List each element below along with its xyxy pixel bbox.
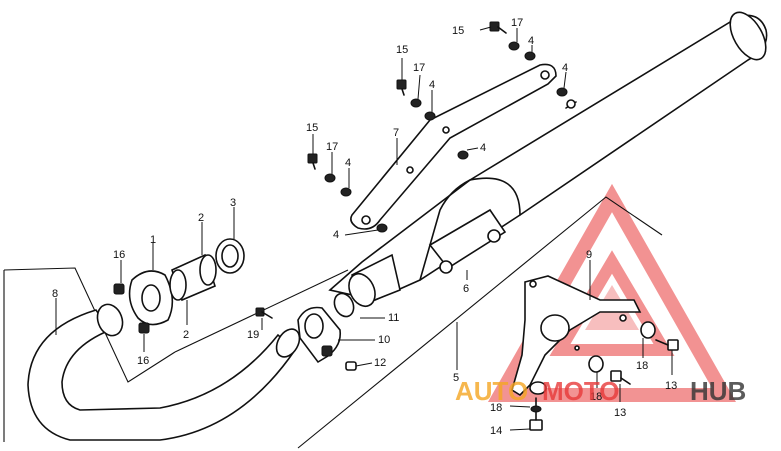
callout-6: 6 xyxy=(463,283,469,295)
callout-19: 19 xyxy=(247,329,259,341)
callout-4-top: 4 xyxy=(528,35,534,47)
callout-4-right: 4 xyxy=(562,62,568,74)
callout-17-top: 17 xyxy=(511,17,523,29)
washer-4-right xyxy=(556,87,568,97)
callout-13-lower: 13 xyxy=(614,407,626,419)
pipe-collar xyxy=(169,253,217,302)
washer-17-lower xyxy=(324,173,336,183)
callout-17-lower: 17 xyxy=(326,141,338,153)
callout-17-middle: 17 xyxy=(413,62,425,74)
washer-17-top xyxy=(508,41,520,51)
callout-12: 12 xyxy=(374,357,386,369)
outline-right-box xyxy=(297,196,663,449)
pipe-clamp xyxy=(297,306,342,364)
bolt-19 xyxy=(255,307,273,319)
bolt-13-lower xyxy=(610,370,631,385)
callout-16-lower: 16 xyxy=(137,355,149,367)
washer-17-middle xyxy=(410,98,422,108)
callout-4-lower: 4 xyxy=(345,157,351,169)
bolt-15-top xyxy=(489,21,507,34)
callout-4-bracket: 4 xyxy=(333,229,339,241)
part-12 xyxy=(345,361,357,371)
callout-4-center: 4 xyxy=(480,142,486,154)
callout-16-upper: 16 xyxy=(113,249,125,261)
nut-16-lower xyxy=(138,322,150,334)
bolt-14 xyxy=(529,397,543,431)
exhaust-pipe xyxy=(27,303,301,441)
callout-15-middle: 15 xyxy=(396,44,408,56)
washer-4-bracket xyxy=(376,223,388,233)
watermark-part-1: AUTO xyxy=(455,376,528,406)
bolt-15-middle xyxy=(396,79,407,96)
callout-9: 9 xyxy=(586,249,592,261)
washer-18-small xyxy=(530,405,542,413)
leader-lines xyxy=(55,26,673,431)
bolt-15-lower xyxy=(307,153,318,170)
callout-1: 1 xyxy=(150,234,156,246)
callout-2-upper: 2 xyxy=(198,212,204,224)
callout-8: 8 xyxy=(52,288,58,300)
washer-18-middle xyxy=(588,355,604,373)
washer-4-lower xyxy=(340,187,352,197)
callout-3: 3 xyxy=(230,197,236,209)
callout-14: 14 xyxy=(490,425,502,437)
callout-10: 10 xyxy=(378,334,390,346)
watermark-part-2: MOTO xyxy=(542,376,620,406)
callout-13-right: 13 xyxy=(665,380,677,392)
bolt-13-right xyxy=(655,339,679,351)
callout-18-middle: 18 xyxy=(590,391,602,403)
washer-4-top xyxy=(524,51,536,61)
callout-4-middle: 4 xyxy=(429,79,435,91)
callout-15-top: 15 xyxy=(452,25,464,37)
pipe-flange xyxy=(128,270,174,326)
washer-18-right xyxy=(640,321,656,339)
callout-numbers: 1 2 3 2 16 16 8 19 10 12 11 4 7 6 5 9 15… xyxy=(52,17,677,437)
nut-16-upper xyxy=(113,283,125,295)
callout-5: 5 xyxy=(453,372,459,384)
callout-7: 7 xyxy=(393,127,399,139)
washer-18-lower xyxy=(529,381,547,395)
stay-bracket xyxy=(350,63,557,230)
callout-18-right: 18 xyxy=(636,360,648,372)
callout-18-lower: 18 xyxy=(490,402,502,414)
watermark-part-3: HUB xyxy=(690,376,746,406)
callout-11: 11 xyxy=(388,312,399,324)
mounting-bracket xyxy=(511,275,642,397)
washer-4-middle xyxy=(424,111,436,121)
pipe-gasket-ring xyxy=(215,238,245,274)
muffler-joint xyxy=(333,253,401,318)
callout-2-lower: 2 xyxy=(183,329,189,341)
washer-4-center xyxy=(457,150,469,160)
muffler-body xyxy=(328,11,768,301)
watermark-text: AUTO MOTO HUB xyxy=(455,376,746,406)
callout-15-lower: 15 xyxy=(306,122,318,134)
